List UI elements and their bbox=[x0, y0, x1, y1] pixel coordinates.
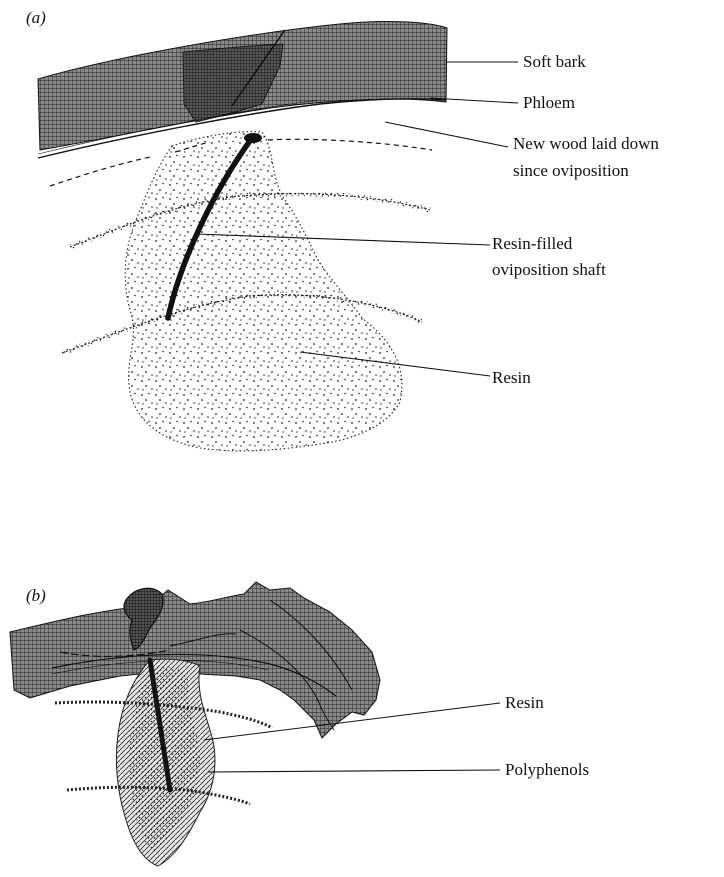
panel-a: (a) Soft bark Phloem New wood laid down … bbox=[26, 8, 659, 451]
label-new-wood-1: New wood laid down bbox=[513, 134, 659, 153]
leader-new-wood bbox=[385, 122, 508, 147]
label-resin-a: Resin bbox=[492, 368, 531, 387]
panel-b: (b) Resin Polyphenols bbox=[10, 582, 589, 866]
label-shaft-2: oviposition shaft bbox=[492, 260, 606, 279]
bark-damage-region bbox=[183, 44, 283, 122]
label-polyphenols: Polyphenols bbox=[505, 760, 589, 779]
shaft-entry bbox=[244, 133, 262, 143]
panel-b-label: (b) bbox=[26, 586, 46, 605]
label-phloem: Phloem bbox=[523, 93, 575, 112]
panel-a-label: (a) bbox=[26, 8, 46, 27]
resin-blob bbox=[125, 132, 402, 451]
leader-polyphenols bbox=[208, 770, 500, 772]
label-shaft-1: Resin-filled bbox=[492, 234, 573, 253]
label-soft-bark: Soft bark bbox=[523, 52, 586, 71]
label-resin-b: Resin bbox=[505, 693, 544, 712]
label-new-wood-2: since oviposition bbox=[513, 161, 629, 180]
